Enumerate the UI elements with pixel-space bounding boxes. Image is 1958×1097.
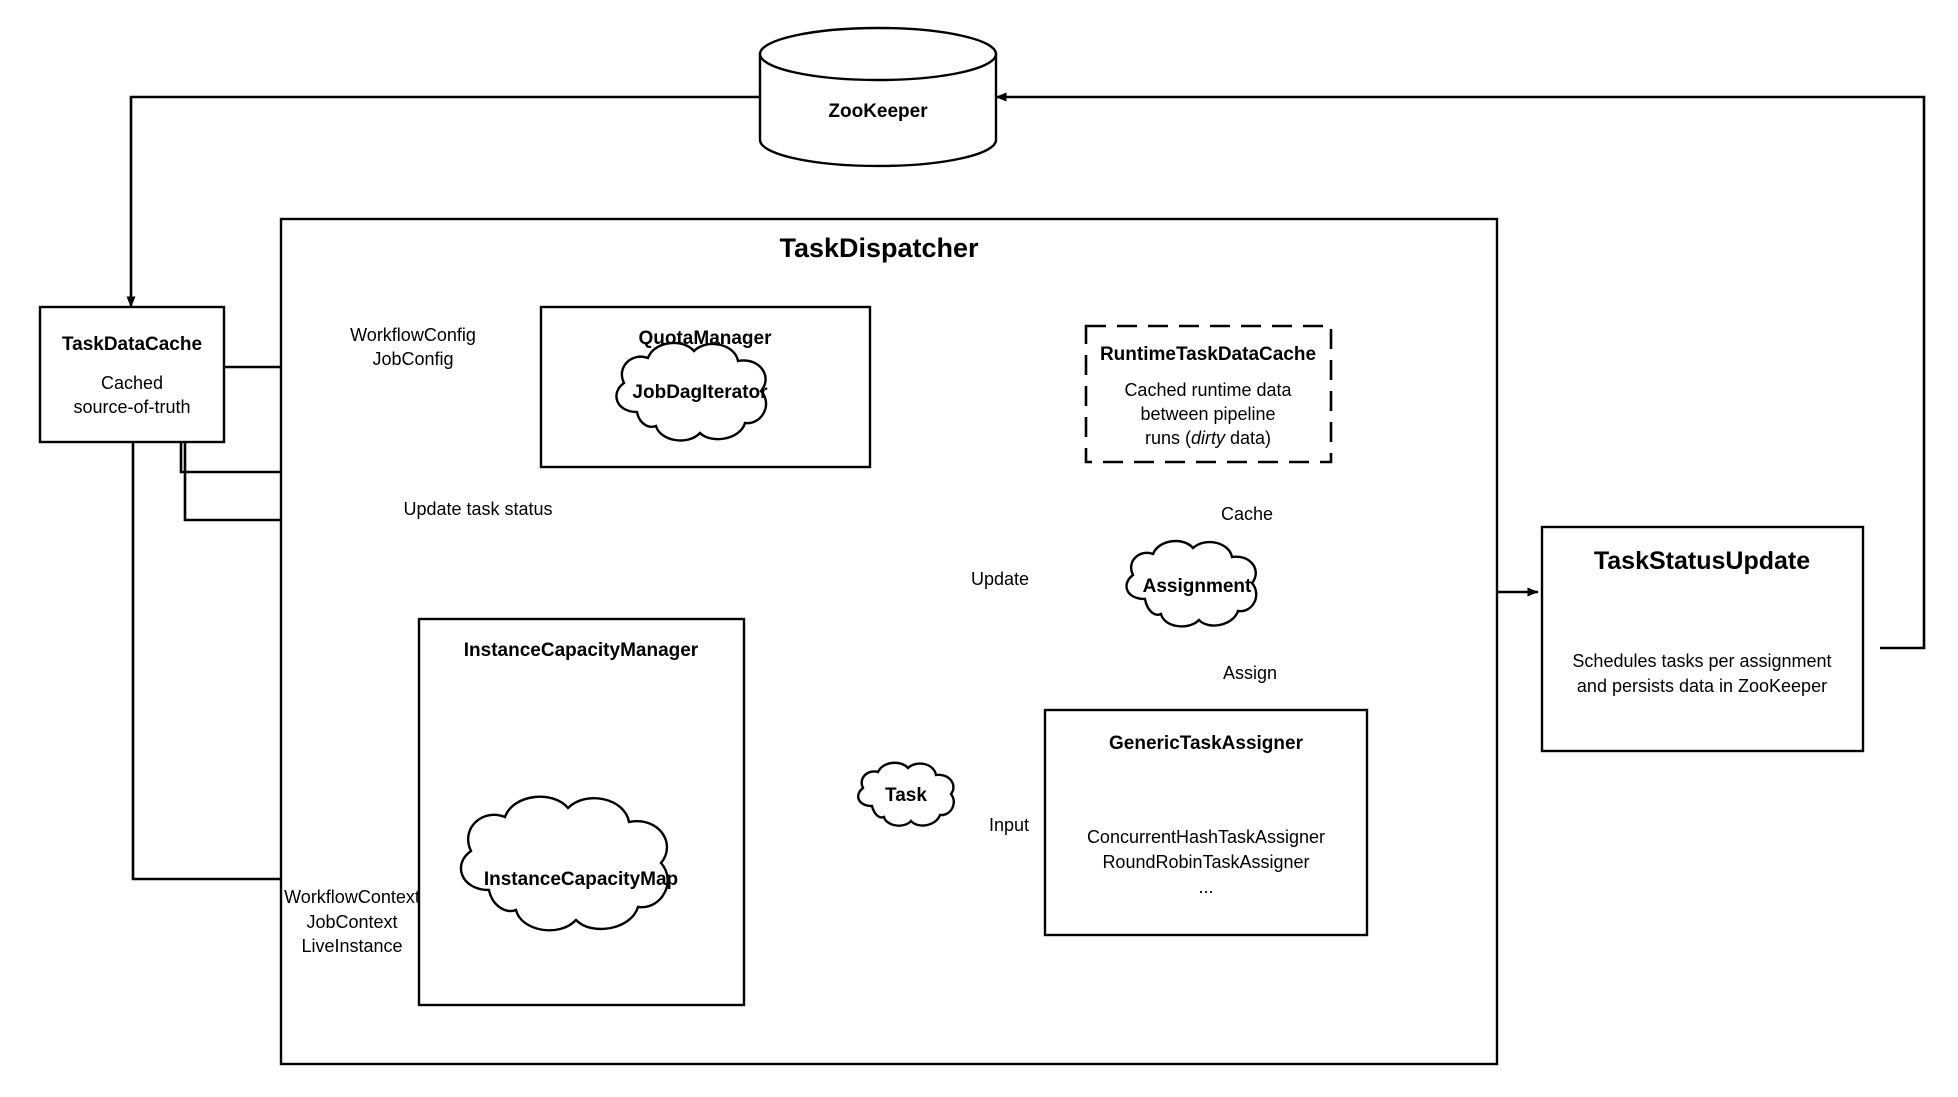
runtimetaskdatacache-node[interactable]: RuntimeTaskDataCache Cached runtime data… bbox=[1084, 324, 1333, 464]
runtimecache-line3-em: dirty bbox=[1191, 428, 1226, 448]
instancecapacitymap-node[interactable]: InstanceCapacityMap bbox=[459, 795, 678, 932]
edge-label-input: Input bbox=[989, 815, 1029, 835]
zookeeper-cylinder-top bbox=[758, 26, 998, 82]
runtimecache-line3-pre: runs ( bbox=[1145, 428, 1191, 448]
taskdatacache-box bbox=[38, 305, 226, 444]
taskstatusupdate-title: TaskStatusUpdate bbox=[1594, 547, 1810, 575]
runtimetaskdatacache-title: RuntimeTaskDataCache bbox=[1100, 344, 1316, 365]
task-cloud bbox=[857, 761, 955, 827]
edge-taskstatusupdate-to-zookeeper bbox=[995, 92, 1926, 650]
assignment-node[interactable]: Assignment bbox=[1125, 539, 1258, 628]
edge-label-liveinstance: LiveInstance bbox=[301, 936, 402, 956]
jobdagiterator-label: JobDagIterator bbox=[632, 382, 768, 403]
taskdatacache-node[interactable]: TaskDataCache Cached source-of-truth bbox=[38, 305, 226, 444]
zookeeper-label: ZooKeeper bbox=[828, 101, 928, 122]
edge-label-jobcontext: JobContext bbox=[306, 912, 397, 932]
generictaskassigner-body-line2: RoundRobinTaskAssigner bbox=[1102, 852, 1309, 872]
instancecapacitymanager-title: InstanceCapacityManager bbox=[464, 640, 699, 661]
edge-label-jobconfig: JobConfig bbox=[372, 349, 453, 369]
edge-label-cache: Cache bbox=[1221, 504, 1273, 524]
generictaskassigner-box bbox=[1043, 708, 1369, 937]
task-node[interactable]: Task bbox=[857, 761, 955, 827]
edge-label-update-task-status: Update task status bbox=[403, 499, 552, 519]
assignment-label: Assignment bbox=[1143, 576, 1252, 597]
jobdagiterator-cloud bbox=[615, 341, 768, 442]
taskstatusupdate-node[interactable]: TaskStatusUpdate Schedules tasks per ass… bbox=[1540, 525, 1865, 753]
taskdatacache-body-line1: Cached bbox=[101, 373, 163, 393]
runtimetaskdatacache-body-line1: Cached runtime data bbox=[1124, 380, 1292, 400]
jobdagiterator-node[interactable]: JobDagIterator bbox=[615, 341, 768, 442]
instancecapacitymap-cloud bbox=[459, 795, 669, 932]
edge-label-workflowcontext: WorkflowContext bbox=[284, 887, 420, 907]
zookeeper-cylinder-body bbox=[758, 52, 998, 168]
edge-label-layer: WorkflowConfig JobConfig Update task sta… bbox=[284, 325, 1277, 956]
taskdatacache-title: TaskDataCache bbox=[62, 334, 202, 355]
edge-label-update: Update bbox=[971, 569, 1029, 589]
task-label: Task bbox=[885, 785, 927, 806]
generictaskassigner-body-line3: ... bbox=[1198, 877, 1213, 897]
runtimetaskdatacache-body-line3: runs (dirty data) bbox=[1145, 428, 1271, 448]
assignment-cloud bbox=[1125, 539, 1258, 628]
taskstatusupdate-box bbox=[1540, 525, 1865, 753]
generictaskassigner-node[interactable]: GenericTaskAssigner ConcurrentHashTaskAs… bbox=[1043, 708, 1369, 937]
taskdatacache-body-line2: source-of-truth bbox=[73, 397, 190, 417]
runtimetaskdatacache-box bbox=[1084, 324, 1333, 464]
instancecapacitymap-label: InstanceCapacityMap bbox=[484, 869, 678, 890]
generictaskassigner-title: GenericTaskAssigner bbox=[1109, 733, 1304, 754]
zookeeper-node[interactable]: ZooKeeper bbox=[758, 26, 998, 168]
edge-label-assign: Assign bbox=[1223, 663, 1277, 683]
runtimetaskdatacache-body-line2: between pipeline bbox=[1140, 404, 1275, 424]
taskdispatcher-title: TaskDispatcher bbox=[779, 233, 979, 263]
runtimecache-line3-post: data) bbox=[1225, 428, 1271, 448]
edge-label-workflowconfig: WorkflowConfig bbox=[350, 325, 476, 345]
taskstatusupdate-body-line1: Schedules tasks per assignment bbox=[1572, 651, 1831, 671]
taskstatusupdate-body-line2: and persists data in ZooKeeper bbox=[1577, 676, 1827, 696]
edge-zookeeper-to-taskdatacache bbox=[126, 95, 760, 308]
generictaskassigner-body-line1: ConcurrentHashTaskAssigner bbox=[1087, 827, 1325, 847]
